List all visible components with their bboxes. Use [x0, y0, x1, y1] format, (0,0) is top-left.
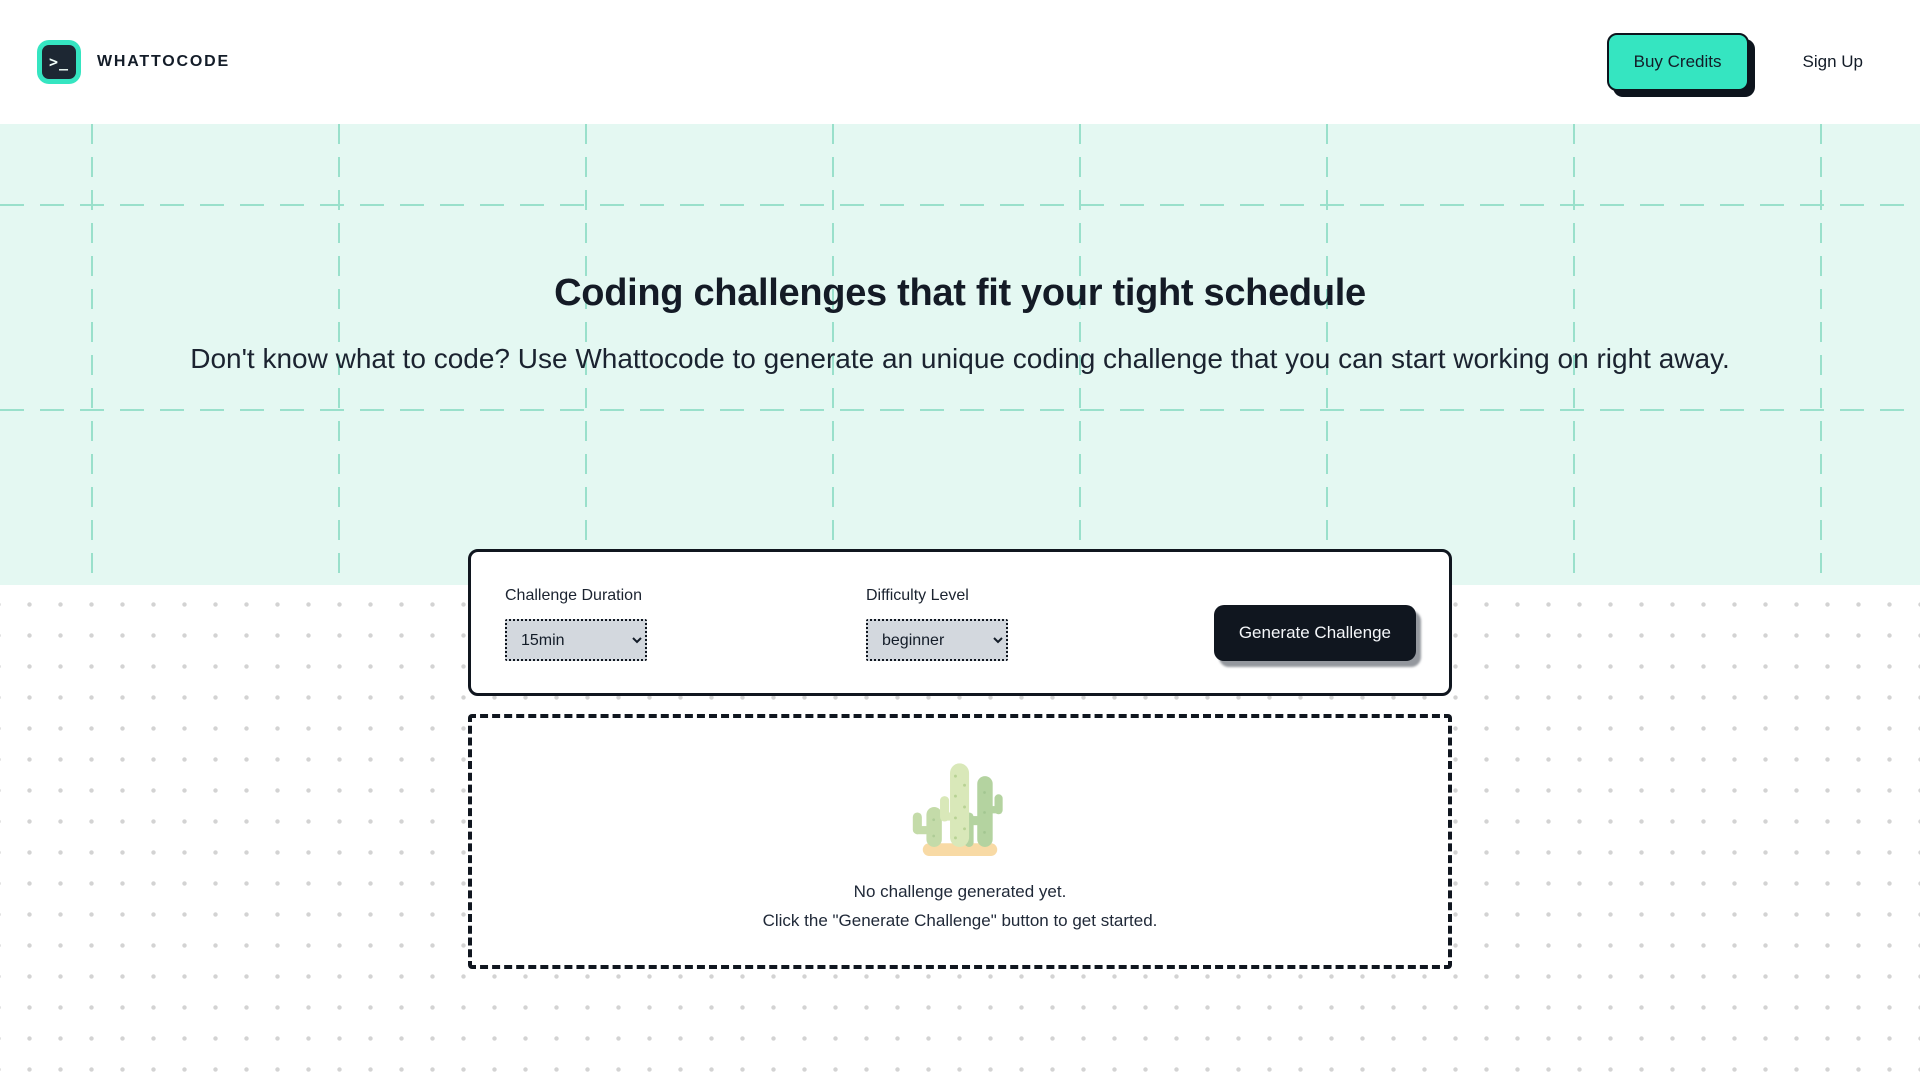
- cactus-illustration-icon: [912, 763, 1003, 856]
- challenge-duration-select[interactable]: 15min: [505, 619, 647, 661]
- difficulty-level-label: Difficulty Level: [866, 587, 969, 604]
- hero-title: Coding challenges that fit your tight sc…: [554, 272, 1366, 314]
- empty-state-box: No challenge generated yet. Click the "G…: [468, 714, 1452, 969]
- grid-line-vertical: [91, 124, 93, 585]
- grid-line-horizontal: [0, 204, 1920, 206]
- grid-line-vertical: [585, 124, 587, 585]
- grid-line-horizontal: [0, 409, 1920, 411]
- grid-line-vertical: [338, 124, 340, 585]
- grid-line-vertical: [1573, 124, 1575, 585]
- challenge-form-card: Challenge Duration 15min Difficulty Leve…: [468, 549, 1452, 696]
- generate-challenge-button[interactable]: Generate Challenge: [1213, 605, 1416, 661]
- empty-state-line1: No challenge generated yet.: [853, 881, 1067, 901]
- challenge-duration-field: Challenge Duration 15min: [505, 587, 647, 661]
- buy-credits-button[interactable]: Buy Credits: [1606, 33, 1749, 91]
- difficulty-level-select[interactable]: beginner: [866, 619, 1008, 661]
- empty-state-line2: Click the "Generate Challenge" button to…: [762, 910, 1158, 930]
- header-actions: Buy Credits Sign Up: [1606, 33, 1863, 91]
- challenge-duration-label: Challenge Duration: [505, 587, 642, 604]
- header: >_ WHATTOCODE Buy Credits Sign Up: [0, 0, 1920, 124]
- grid-line-vertical: [832, 124, 834, 585]
- terminal-logo-icon: >_: [37, 40, 81, 84]
- hero-section: Coding challenges that fit your tight sc…: [0, 124, 1920, 585]
- content-section: Challenge Duration 15min Difficulty Leve…: [0, 549, 1920, 1080]
- sign-up-link[interactable]: Sign Up: [1802, 52, 1863, 71]
- grid-line-vertical: [1326, 124, 1328, 585]
- brand[interactable]: >_ WHATTOCODE: [37, 40, 230, 84]
- grid-line-vertical: [1820, 124, 1822, 585]
- terminal-prompt-glyph: >_: [42, 45, 76, 79]
- hero-subtitle: Don't know what to code? Use Whattocode …: [190, 343, 1730, 374]
- difficulty-level-field: Difficulty Level beginner: [866, 587, 1008, 661]
- grid-line-vertical: [1079, 124, 1081, 585]
- brand-wordmark: WHATTOCODE: [97, 53, 230, 70]
